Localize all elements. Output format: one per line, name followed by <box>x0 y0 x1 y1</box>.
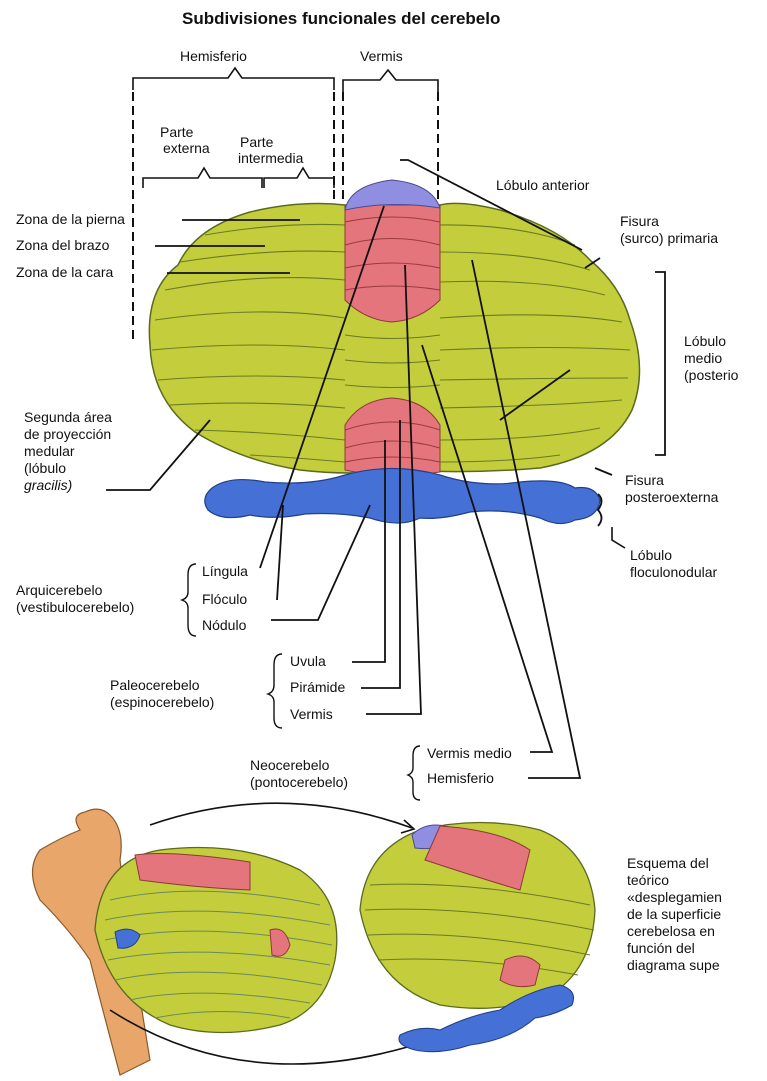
neo-brace <box>408 746 420 800</box>
hemisferio-neo-label: Hemisferio <box>427 770 494 786</box>
segunda-area-label-4: (lóbulo <box>24 460 66 476</box>
posterior-vermis <box>345 398 440 476</box>
parte-intermedia-label-2: intermedia <box>238 150 304 166</box>
parte-externa-label-2: externa <box>163 140 210 156</box>
neo-label-1: Neocerebelo <box>250 757 330 773</box>
floculonodular-lobe <box>205 469 600 524</box>
esquema-label-2: teórico <box>627 872 669 888</box>
fisura-primaria-label-1: Fisura <box>620 213 659 229</box>
lobulo-floculo-label-1: Lóbulo <box>630 547 672 563</box>
esquema-label-7: diagrama supe <box>627 957 720 973</box>
vermis-medio-label: Vermis medio <box>427 745 512 761</box>
flocculus-nodulus-shape <box>205 469 600 524</box>
esquema-label-3: «desplegamien <box>627 889 722 905</box>
zona-cara-label: Zona de la cara <box>16 264 113 280</box>
lingula-label: Língula <box>202 563 248 579</box>
floculo-label: Flóculo <box>202 591 247 607</box>
esquema-label-6: función del <box>627 940 695 956</box>
parte-intermedia-bracket <box>264 168 334 188</box>
esquema-label-4: de la superficie <box>627 906 721 922</box>
lobulo-medio-label-2: medio <box>684 350 722 366</box>
hemisferio-label: Hemisferio <box>180 48 247 64</box>
fisura-primaria-label-2: (surco) primaria <box>620 230 718 246</box>
unfolded-vermis-posterior <box>500 956 540 987</box>
parte-externa-label-1: Parte <box>160 124 194 140</box>
partially-unfolded-illustration <box>360 823 595 1052</box>
nodulo-label: Nódulo <box>202 617 247 633</box>
cerebellum-unfolded <box>149 180 639 476</box>
lobulo-floculo-label-2: floculonodular <box>630 564 718 580</box>
arqui-label-2: (vestibulocerebelo) <box>16 599 134 615</box>
lobulo-medio-label-1: Lóbulo <box>684 333 726 349</box>
neo-label-2: (pontocerebelo) <box>250 774 348 790</box>
arqui-brace <box>182 564 196 636</box>
folded-cerebellum-illustration <box>33 809 337 1075</box>
segunda-area-label-5: gracilis) <box>24 477 72 493</box>
lobulo-medio-label-3: (posterio <box>684 367 739 383</box>
uvula-label: Uvula <box>290 653 326 669</box>
piramide-label: Pirámide <box>290 679 345 695</box>
lobulo-anterior-label: Lóbulo anterior <box>496 177 590 193</box>
vermis-bracket <box>343 70 438 92</box>
paleo-label-1: Paleocerebelo <box>110 677 200 693</box>
fisura-postero-label-2: posteroexterna <box>625 489 719 505</box>
parte-intermedia-label-1: Parte <box>240 134 274 150</box>
vermis-paleo-label: Vermis <box>290 706 333 722</box>
paleo-brace <box>268 654 282 728</box>
parte-externa-bracket <box>143 168 262 188</box>
segunda-area-label-3: medular <box>24 443 75 459</box>
segunda-area-label-2: de proyección <box>24 426 111 442</box>
segunda-area-label-1: Segunda área <box>24 409 112 425</box>
esquema-label-1: Esquema del <box>627 855 709 871</box>
fisura-postero-label-1: Fisura <box>625 472 664 488</box>
hemisferio-bracket <box>133 68 334 90</box>
floculo-leader <box>612 527 625 548</box>
diagram-title: Subdivisiones funcionales del cerebelo <box>182 9 500 28</box>
zona-brazo-label: Zona del brazo <box>16 237 110 253</box>
esquema-label-5: cerebelosa en <box>627 923 715 939</box>
paleo-label-2: (espinocerebelo) <box>110 694 214 710</box>
arqui-label-1: Arquicerebelo <box>16 582 103 598</box>
vermis-label: Vermis <box>360 48 403 64</box>
zona-pierna-label: Zona de la pierna <box>16 211 125 227</box>
